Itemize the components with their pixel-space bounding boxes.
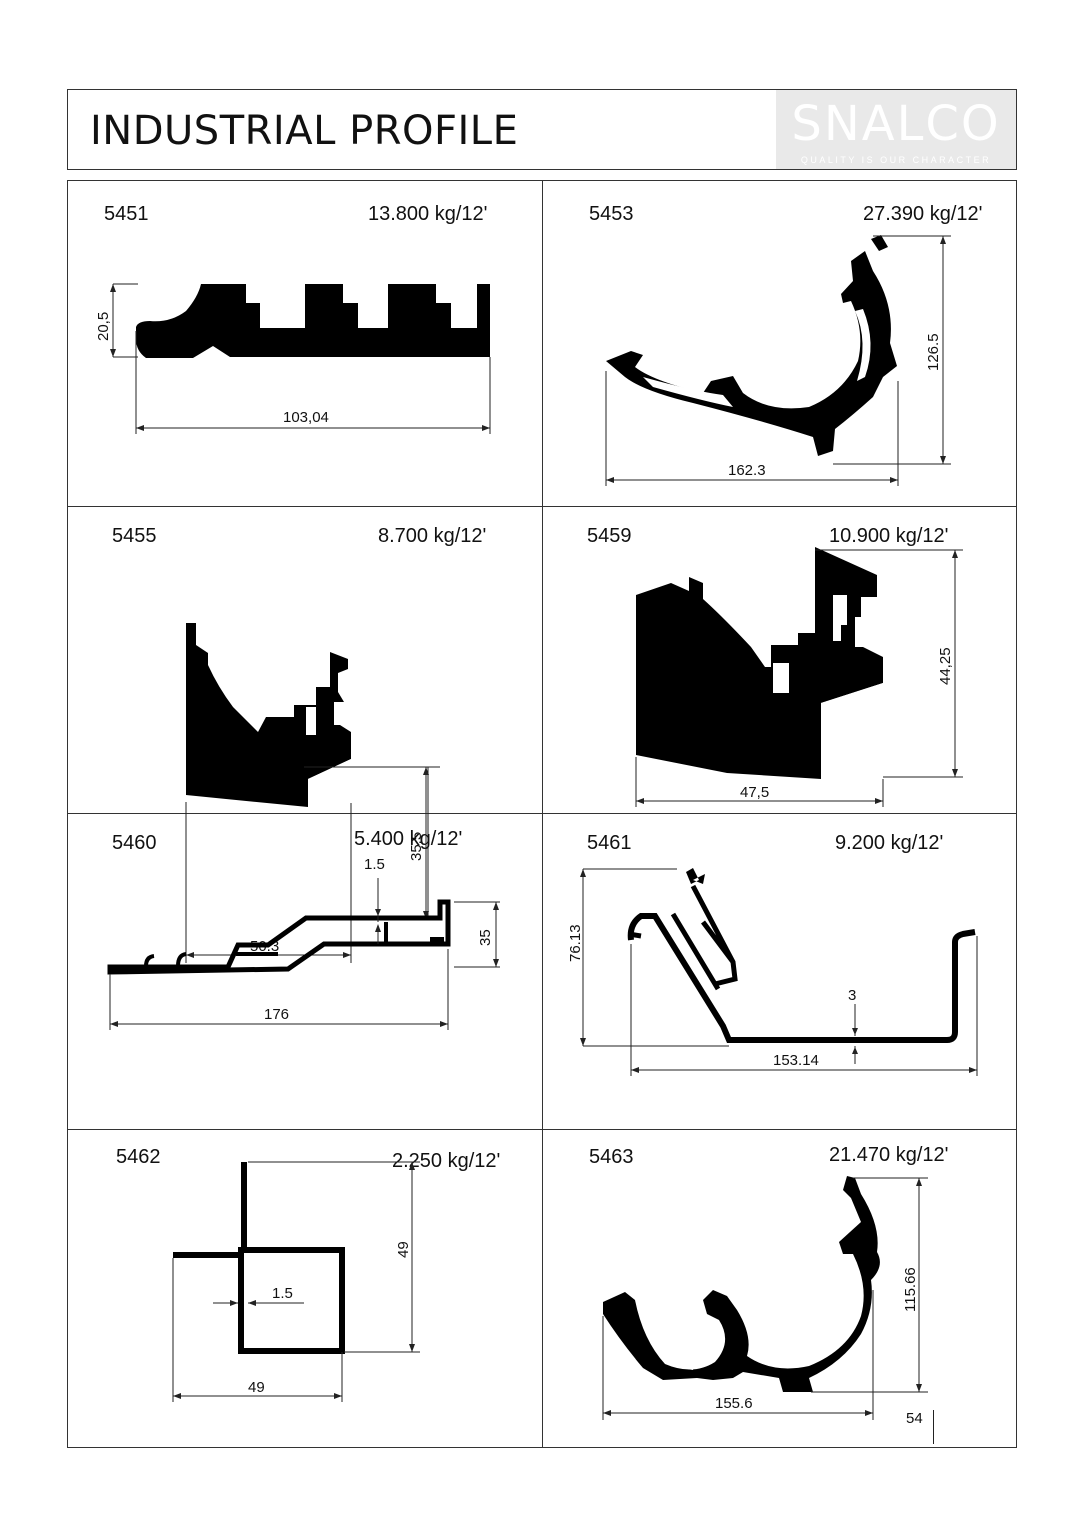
dim-width: 176 [264,1006,289,1023]
profile-code: 5461 [587,832,632,854]
dim-height: 20,5 [95,312,112,341]
dim-thickness: 1.5 [364,856,385,873]
profile-code: 5455 [112,525,157,547]
dim-width: 153.14 [773,1052,819,1069]
dim-height: 115.66 [902,1267,919,1312]
profile-weight: 27.390 kg/12' [863,203,983,225]
dim-width: 103,04 [283,409,329,426]
profile-cell-5462: 5462 2.250 kg/12' 49 1.5 49 [68,1130,543,1447]
page-title: INDUSTRIAL PROFILE [90,108,519,154]
profile-weight: 13.800 kg/12' [368,203,488,225]
profile-drawing-5461: 76.13 3 153.14 [567,868,978,1076]
dim-height: 35 [477,929,494,946]
profile-code: 5453 [589,203,634,225]
profile-cell-5451: 5451 13.800 kg/12' 20,5 103,04 [68,181,543,507]
profile-weight: 2.250 kg/12' [392,1150,501,1172]
profile-drawing-5455: 35.5 50.3 [185,623,440,963]
dim-height: 44,25 [937,647,954,685]
profile-drawing-5453: 126.5 162.3 [605,235,951,486]
profile-drawing-5451: 20,5 103,04 [95,283,491,434]
profile-cell-5463: 5463 21.470 kg/12' 115.66 155.6 [543,1130,1016,1447]
logo-tagline: QUALITY IS OUR CHARACTER [800,155,992,165]
profile-drawing-5462: 49 1.5 49 [172,1161,420,1402]
profile-cell-5459: 5459 10.900 kg/12' 44,25 47,5 [543,507,1016,814]
profile-weight: 5.400 kg/12' [354,828,463,850]
profile-code: 5459 [587,525,632,547]
profile-weight: 10.900 kg/12' [829,525,949,547]
profile-cell-5455: 5455 8.700 kg/12' 35.5 50.3 [68,507,543,963]
profile-code: 5463 [589,1146,634,1168]
profile-cell-5461: 5461 9.200 kg/12' 76.13 3 153.14 [543,814,1016,1130]
dim-width: 47,5 [740,784,769,801]
dim-height: 76.13 [567,924,584,962]
profile-weight: 21.470 kg/12' [829,1144,949,1166]
dim-height: 35.5 [408,832,425,861]
profile-drawing-5463: 115.66 155.6 [602,1176,928,1420]
profile-code: 5451 [104,203,149,225]
brand-logo: SNALCO QUALITY IS OUR CHARACTER [776,90,1016,169]
dim-height: 49 [395,1241,412,1258]
dim-width: 155.6 [715,1395,753,1412]
profile-cell-5453: 5453 27.390 kg/12' 126.5 162.3 [543,181,1016,507]
profile-weight: 9.200 kg/12' [835,832,944,854]
profile-code: 5462 [116,1146,161,1168]
dim-width: 49 [248,1379,265,1396]
profile-code: 5460 [112,832,157,854]
page-number: 54 [906,1410,923,1427]
dim-thickness: 1.5 [272,1285,293,1302]
dim-height: 126.5 [925,333,942,371]
logo-wordmark: SNALCO [791,96,1001,152]
profile-drawing-5459: 44,25 47,5 [635,547,963,807]
page-divider [933,1410,934,1444]
profile-grid: 5451 13.800 kg/12' 20,5 103,04 5453 27.3… [67,180,1017,1448]
page-header: INDUSTRIAL PROFILE SNALCO QUALITY IS OUR… [67,89,1017,170]
dim-width: 162.3 [728,462,766,479]
profile-cell-5460: 5460 5.400 kg/12' 1.5 35 176 [68,814,543,1130]
profile-drawing-5460: 1.5 35 176 [107,856,500,1030]
profile-weight: 8.700 kg/12' [378,525,487,547]
dim-thickness: 3 [848,987,856,1004]
